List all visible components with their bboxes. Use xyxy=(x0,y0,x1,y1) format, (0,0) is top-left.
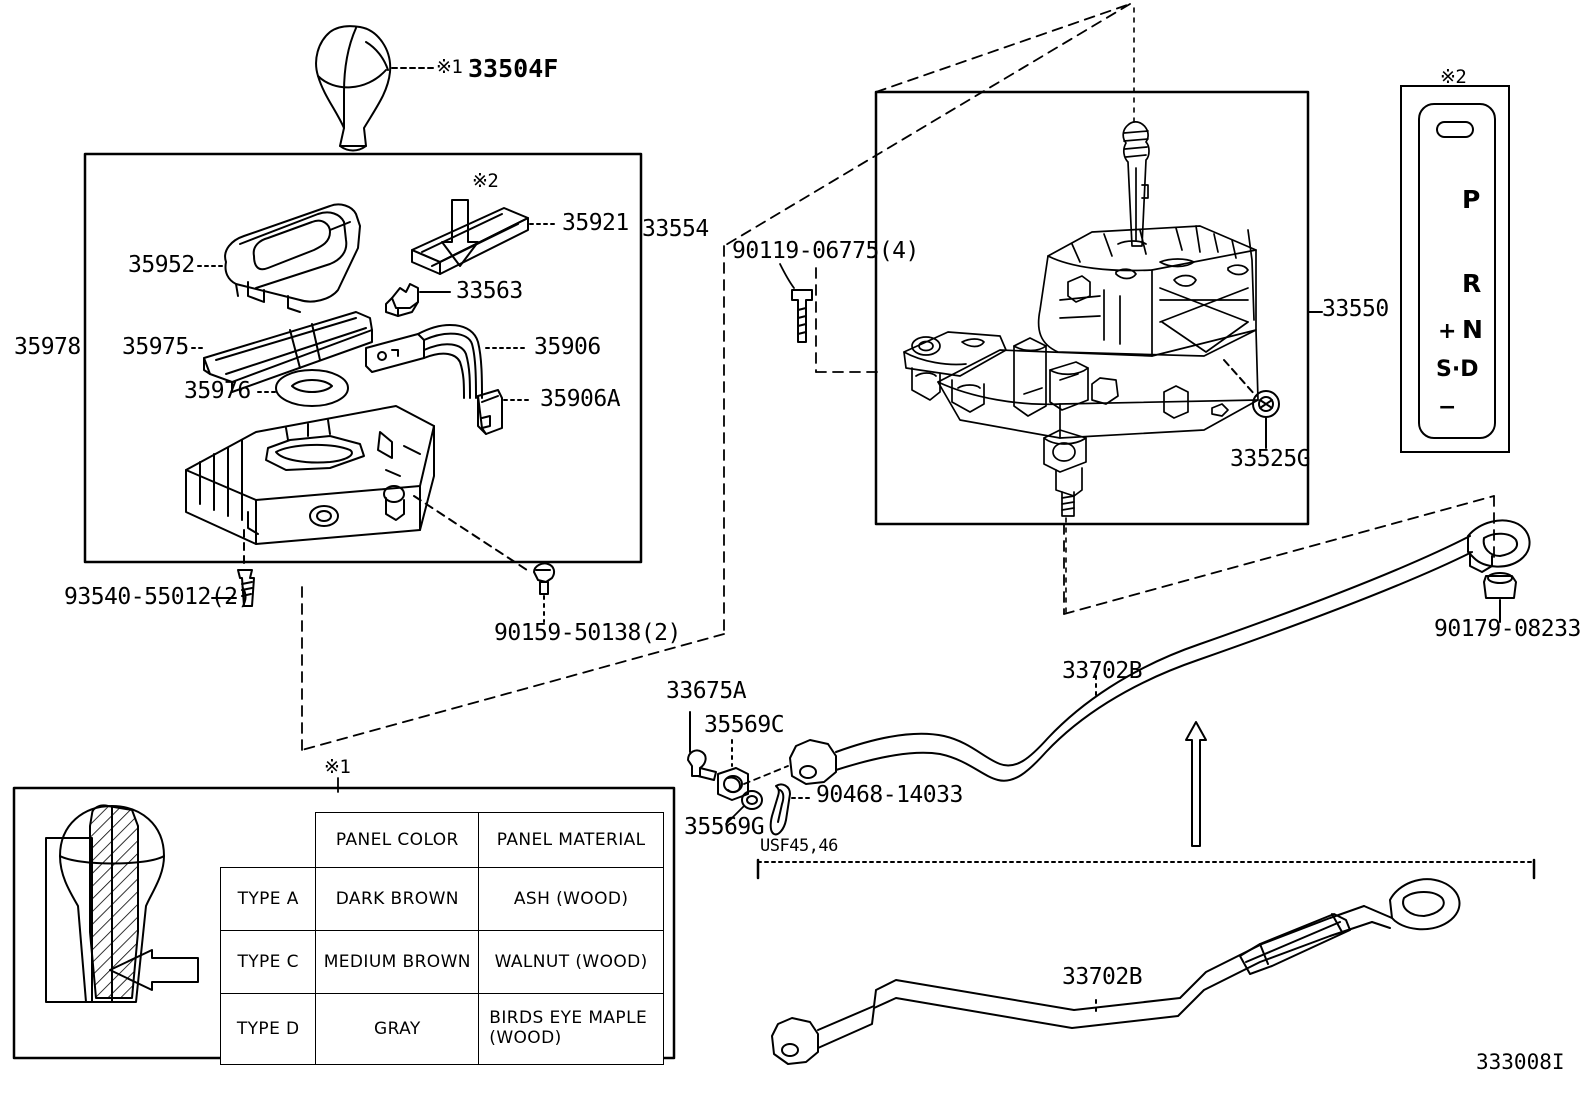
gear-label-P: P xyxy=(1462,185,1481,214)
part-33702B-lower-illustration xyxy=(771,878,1461,1065)
view-direction-arrow xyxy=(1185,721,1207,847)
label-35975: 35975 xyxy=(122,334,189,360)
part-35906-illustration xyxy=(365,323,503,435)
table-header-panel-color: PANEL COLOR xyxy=(315,812,480,868)
label-35976: 35976 xyxy=(184,378,251,404)
label-35569C: 35569C xyxy=(704,712,785,738)
part-90468-illustration xyxy=(769,783,791,836)
shift-pattern-gate: P R N + S·D − xyxy=(1418,103,1496,439)
label-90159-50138: 90159-50138(2) xyxy=(494,620,681,646)
part-33550-illustration xyxy=(903,121,1259,517)
part-35569C-illustration xyxy=(717,767,749,801)
shift-pattern-panel: P R N + S·D − xyxy=(1400,85,1510,453)
mark-2-shift-pattern: ※2 xyxy=(1440,66,1467,88)
table-header-blank xyxy=(220,812,317,868)
model-applicability-bracket xyxy=(756,858,1536,880)
assembly-arrow-down xyxy=(441,199,479,267)
part-35921-illustration xyxy=(411,207,529,275)
label-33702B-upper: 33702B xyxy=(1062,658,1143,684)
label-35978: 35978 xyxy=(14,334,81,360)
table-to-knob-arrow xyxy=(109,949,199,991)
table-cell-material: WALNUT (WOOD) xyxy=(478,929,664,994)
gear-label-N: N xyxy=(1462,315,1483,344)
label-90468-14033: 90468-14033 xyxy=(816,782,963,808)
bolt-90119-illustration xyxy=(791,289,813,343)
table-row: TYPE C MEDIUM BROWN WALNUT (WOOD) xyxy=(219,929,664,994)
part-35975-illustration xyxy=(203,311,373,393)
label-35906A: 35906A xyxy=(540,386,621,412)
table-row: TYPE D GRAY BIRDS EYE MAPLE (WOOD) xyxy=(219,992,664,1065)
label-33550: 33550 xyxy=(1322,296,1389,322)
part-33702B-upper-illustration xyxy=(789,519,1531,785)
table-cell-color: DARK BROWN xyxy=(315,866,480,931)
part-33675A-illustration xyxy=(687,749,717,781)
label-93540-55012: 93540-55012(2) xyxy=(64,584,251,610)
panel-spec-table: PANEL COLOR PANEL MATERIAL TYPE A DARK B… xyxy=(219,812,664,1065)
table-cell-color: GRAY xyxy=(315,992,480,1065)
part-35978-illustration xyxy=(185,405,435,545)
table-cell-type: TYPE A xyxy=(219,866,317,931)
label-33504F: 33504F xyxy=(468,54,559,83)
mark-1-table: ※1 xyxy=(324,756,351,778)
label-90179-08233: 90179-08233 xyxy=(1434,616,1581,642)
label-33675A: 33675A xyxy=(666,678,747,704)
table-cell-type: TYPE D xyxy=(219,992,317,1065)
mark-2-trim: ※2 xyxy=(472,170,499,192)
screw-90159-illustration xyxy=(533,562,556,595)
part-35569G-illustration xyxy=(741,790,763,810)
knob-cross-section-illustration xyxy=(45,804,165,1003)
label-33563: 33563 xyxy=(456,278,523,304)
table-header-row: PANEL COLOR PANEL MATERIAL xyxy=(220,812,664,868)
label-33525G: 33525G xyxy=(1230,446,1311,472)
label-33554: 33554 xyxy=(642,216,709,242)
label-35921: 35921 xyxy=(562,210,629,236)
figure-code: 333008I xyxy=(1476,1050,1565,1074)
table-cell-type: TYPE C xyxy=(219,929,317,994)
gear-label-minus: − xyxy=(1438,395,1457,420)
table-cell-color: MEDIUM BROWN xyxy=(315,929,480,994)
table-row: TYPE A DARK BROWN ASH (WOOD) xyxy=(219,866,664,931)
part-33525G-illustration xyxy=(1252,390,1280,418)
gear-label-plus: + xyxy=(1438,319,1457,344)
shift-pattern-slot xyxy=(1436,121,1474,138)
label-33702B-lower: 33702B xyxy=(1062,964,1143,990)
gear-label-R: R xyxy=(1462,269,1482,298)
shift-knob-illustration xyxy=(315,25,392,152)
label-35906: 35906 xyxy=(534,334,601,360)
label-USF45-46: USF45,46 xyxy=(760,836,838,856)
mark-1-knob: ※1 xyxy=(436,56,463,78)
label-35569G: 35569G xyxy=(684,814,765,840)
part-35976-illustration xyxy=(275,369,349,407)
label-90119-06775: 90119-06775(4) xyxy=(732,238,919,264)
table-cell-material: BIRDS EYE MAPLE (WOOD) xyxy=(478,992,664,1065)
screw-93540-illustration xyxy=(237,569,255,607)
gear-label-SD: S·D xyxy=(1436,357,1479,382)
part-35952-illustration xyxy=(224,203,361,313)
table-cell-material: ASH (WOOD) xyxy=(478,866,664,931)
table-header-panel-material: PANEL MATERIAL xyxy=(478,812,664,868)
label-35952: 35952 xyxy=(128,252,195,278)
part-33563-illustration xyxy=(385,283,419,317)
